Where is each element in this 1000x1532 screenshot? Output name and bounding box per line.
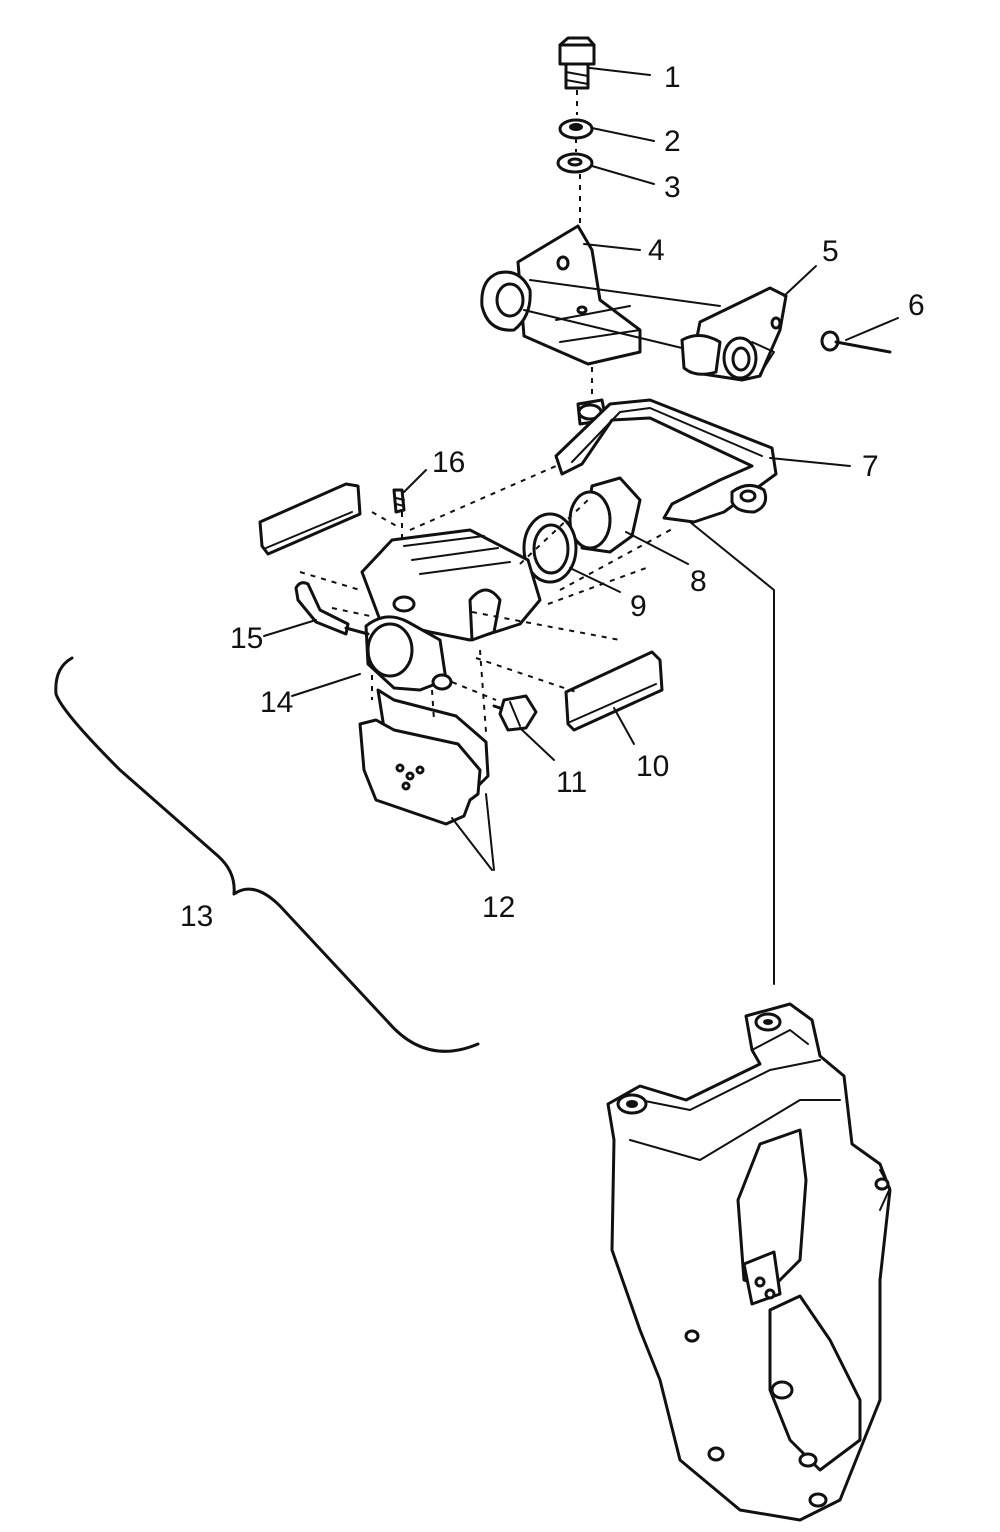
part-1-bolt (558, 36, 596, 115)
part-15-slide-pin (294, 581, 370, 636)
callout-3: 3 (664, 171, 681, 204)
part-9-seal (522, 512, 578, 584)
callout-12: 12 (482, 891, 515, 924)
callout-8: 8 (690, 565, 707, 598)
part-6-pin (820, 330, 892, 354)
callout-15: 15 (230, 622, 263, 655)
caliper-body (360, 528, 542, 692)
leader-lines (263, 67, 899, 871)
part-8-piston (568, 476, 642, 554)
callout-16: 16 (432, 446, 465, 479)
part-16-bleeder (392, 488, 406, 514)
part-11-nut (492, 694, 538, 732)
part-10-shim (258, 482, 664, 732)
assembly-dashed-lines (299, 465, 675, 733)
callout-1: 1 (664, 61, 681, 94)
part-4-bracket (480, 224, 642, 366)
callout-7: 7 (862, 450, 879, 483)
part-5-clevis (523, 279, 788, 382)
gear-housing (606, 1002, 892, 1522)
part-3-flat-washer (556, 138, 594, 250)
callout-labels: 1 2 3 4 5 6 7 8 9 10 11 12 13 14 15 16 (180, 61, 925, 933)
callout-6: 6 (908, 289, 925, 322)
callout-4: 4 (648, 234, 665, 267)
callout-9: 9 (630, 590, 647, 623)
assembly-bracket-13 (54, 656, 480, 1053)
callout-10: 10 (636, 750, 669, 783)
part-12-brake-pads (358, 688, 490, 826)
frame-to-housing-line (689, 521, 775, 985)
callout-11: 11 (556, 766, 587, 799)
callout-13: 13 (180, 900, 213, 933)
callout-2: 2 (664, 125, 681, 158)
callout-14: 14 (260, 686, 293, 719)
part-2-lock-washer (558, 118, 594, 140)
callout-5: 5 (822, 235, 839, 268)
part-7-frame (554, 367, 778, 524)
